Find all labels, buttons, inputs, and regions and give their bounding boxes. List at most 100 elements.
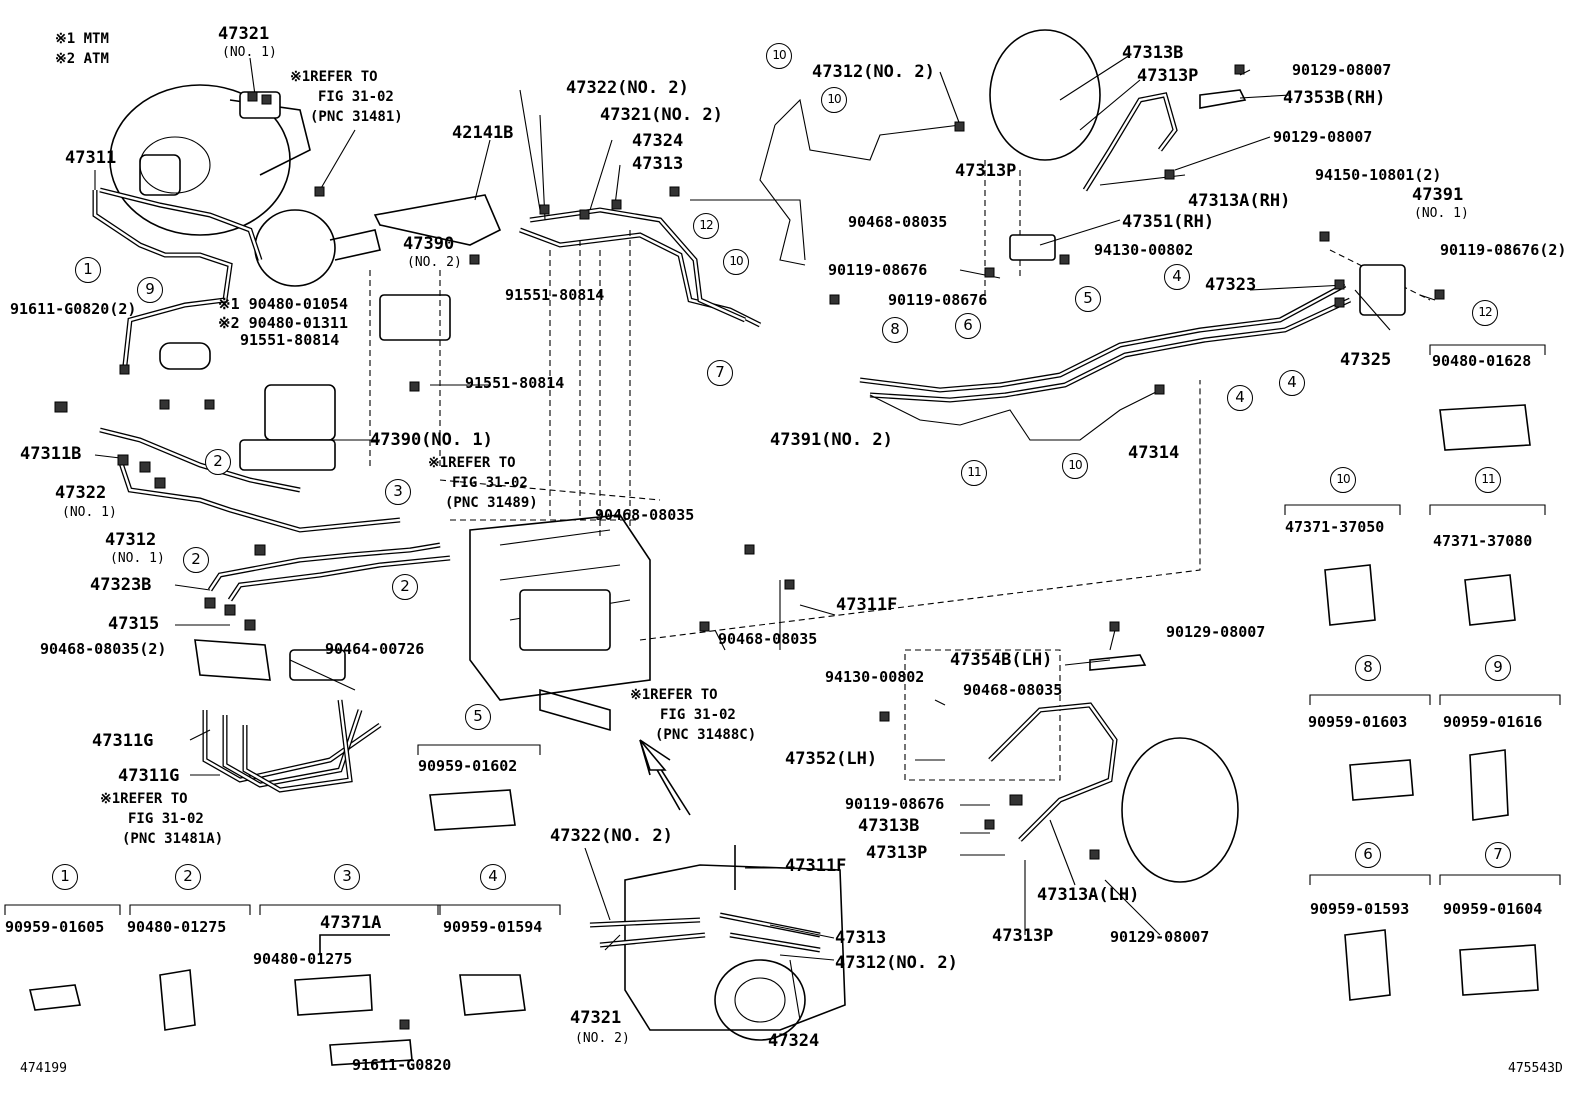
legend-part: 90959-01594 xyxy=(443,918,543,936)
legend-part: 47371-37080 xyxy=(1433,532,1533,550)
leader-lines xyxy=(94,54,1436,1021)
ref-line: FIG 31-02 xyxy=(128,811,204,827)
callout-4: 4 xyxy=(1279,370,1305,396)
callout-6: 6 xyxy=(955,313,981,339)
legend-part: 90959-01603 xyxy=(1308,713,1408,731)
part-label: 47324 xyxy=(768,1031,820,1051)
part-label: 90119-08676(2) xyxy=(1440,241,1567,259)
callout-4: 4 xyxy=(1227,385,1253,411)
part-label: ※2 90480-01311 xyxy=(218,314,348,332)
ref-line: (PNC 31481A) xyxy=(122,831,224,847)
legend-part: 90959-01602 xyxy=(418,757,518,775)
part-label: 90129-08007 xyxy=(1273,128,1373,146)
ref-line: ※1REFER TO xyxy=(630,687,718,703)
ref-line: (PNC 31481) xyxy=(310,109,403,125)
legend-number: 4 xyxy=(480,864,506,890)
legend-part: 47371A xyxy=(320,913,382,933)
part-label: 47322 xyxy=(55,483,107,503)
callout-10: 10 xyxy=(821,87,847,113)
callout-11: 11 xyxy=(961,460,987,486)
part-label: 47313P xyxy=(955,161,1017,181)
callout-4: 4 xyxy=(1164,264,1190,290)
callout-10: 10 xyxy=(723,249,749,275)
ref-line: ※1REFER TO xyxy=(428,455,516,471)
legend-number: 3 xyxy=(334,864,360,890)
callout-10: 10 xyxy=(766,43,792,69)
part-label: 90468-08035 xyxy=(848,213,948,231)
part-label: 47322(NO. 2) xyxy=(550,826,673,846)
ref-line: FIG 31-02 xyxy=(452,475,528,491)
part-label: 47325 xyxy=(1340,350,1392,370)
legend-number: 5 xyxy=(465,704,491,730)
legend-part: 90959-01593 xyxy=(1310,900,1410,918)
part-label: 47313P xyxy=(1137,66,1199,86)
part-label: 47353B(RH) xyxy=(1283,88,1386,108)
part-label: 47312(NO. 2) xyxy=(835,953,958,973)
legend-number: 2 xyxy=(175,864,201,890)
legend-part: 90480-01628 xyxy=(1432,352,1532,370)
legend-subpart: 90480-01275 xyxy=(253,950,353,968)
part-label-sub: (NO. 1) xyxy=(110,551,165,566)
callout-5: 5 xyxy=(1075,286,1101,312)
part-label: 91551-80814 xyxy=(240,331,340,349)
part-label: 47324 xyxy=(632,131,684,151)
part-label: 47321 xyxy=(218,24,270,44)
part-label: 90129-08007 xyxy=(1292,61,1392,79)
part-label: 47311F xyxy=(785,856,847,876)
part-label: 47311G xyxy=(118,766,180,786)
main-brake-line xyxy=(690,98,1352,441)
callout-3: 3 xyxy=(385,479,411,505)
callout-9: 9 xyxy=(137,277,163,303)
part-label-sub: (NO. 2) xyxy=(407,255,462,270)
legend-number: 7 xyxy=(1485,842,1511,868)
callout-12: 12 xyxy=(693,213,719,239)
part-label: 47311F xyxy=(836,595,898,615)
callout-1: 1 xyxy=(75,257,101,283)
part-label: 90119-08676 xyxy=(828,261,928,279)
ref-line: ※1REFER TO xyxy=(100,791,188,807)
part-label: 47312(NO. 2) xyxy=(812,62,935,82)
part-label-sub: (NO. 2) xyxy=(575,1031,630,1046)
legend-part: 90480-01275 xyxy=(127,918,227,936)
ref-line: (PNC 31489) xyxy=(445,495,538,511)
part-label-sub: (NO. 1) xyxy=(1414,206,1469,221)
part-label: 47311B xyxy=(20,444,82,464)
part-label: 47313P xyxy=(992,926,1054,946)
left-brake-pipes xyxy=(92,187,502,602)
part-label: 47315 xyxy=(108,614,160,634)
callout-2: 2 xyxy=(392,574,418,600)
part-label: 47391 xyxy=(1412,185,1464,205)
part-label: 47323 xyxy=(1205,275,1257,295)
part-label: 94130-00802 xyxy=(1094,241,1194,259)
part-label: 47354B(LH) xyxy=(950,650,1053,670)
part-label: 47314 xyxy=(1128,443,1180,463)
part-label-sub: (NO. 1) xyxy=(62,505,117,520)
part-label: 47313 xyxy=(835,928,887,948)
part-label: 47390(NO. 1) xyxy=(370,430,493,450)
ref-line: ※1REFER TO xyxy=(290,69,378,85)
part-label: 94150-10801(2) xyxy=(1315,166,1442,184)
callout-2: 2 xyxy=(205,449,231,475)
hose-assembly-left xyxy=(194,639,382,793)
part-label: 47321(NO. 2) xyxy=(600,105,723,125)
part-label: 47351(RH) xyxy=(1122,212,1215,232)
part-label: 47313B xyxy=(858,816,920,836)
legend-subpart: 91611-G0820 xyxy=(352,1056,452,1074)
part-label: 90129-08007 xyxy=(1110,928,1210,946)
figure-id-left: 474199 xyxy=(20,1061,67,1076)
part-label: 47313B xyxy=(1122,43,1184,63)
part-label: 91611-G0820(2) xyxy=(10,300,137,318)
legend-part: 90959-01616 xyxy=(1443,713,1543,731)
part-label: 47391(NO. 2) xyxy=(770,430,893,450)
legend-number: 8 xyxy=(1355,655,1381,681)
part-label: 47311G xyxy=(92,731,154,751)
part-label: 47352(LH) xyxy=(785,749,878,769)
part-label: 47313P xyxy=(866,843,928,863)
legend-number: 10 xyxy=(1330,467,1356,493)
part-label: 47322(NO. 2) xyxy=(566,78,689,98)
callout-10: 10 xyxy=(1062,453,1088,479)
part-label: 94130-00802 xyxy=(825,668,925,686)
part-label: 90468-08035 xyxy=(595,506,695,524)
part-label: 90468-08035 xyxy=(718,630,818,648)
legend-number: 6 xyxy=(1355,842,1381,868)
